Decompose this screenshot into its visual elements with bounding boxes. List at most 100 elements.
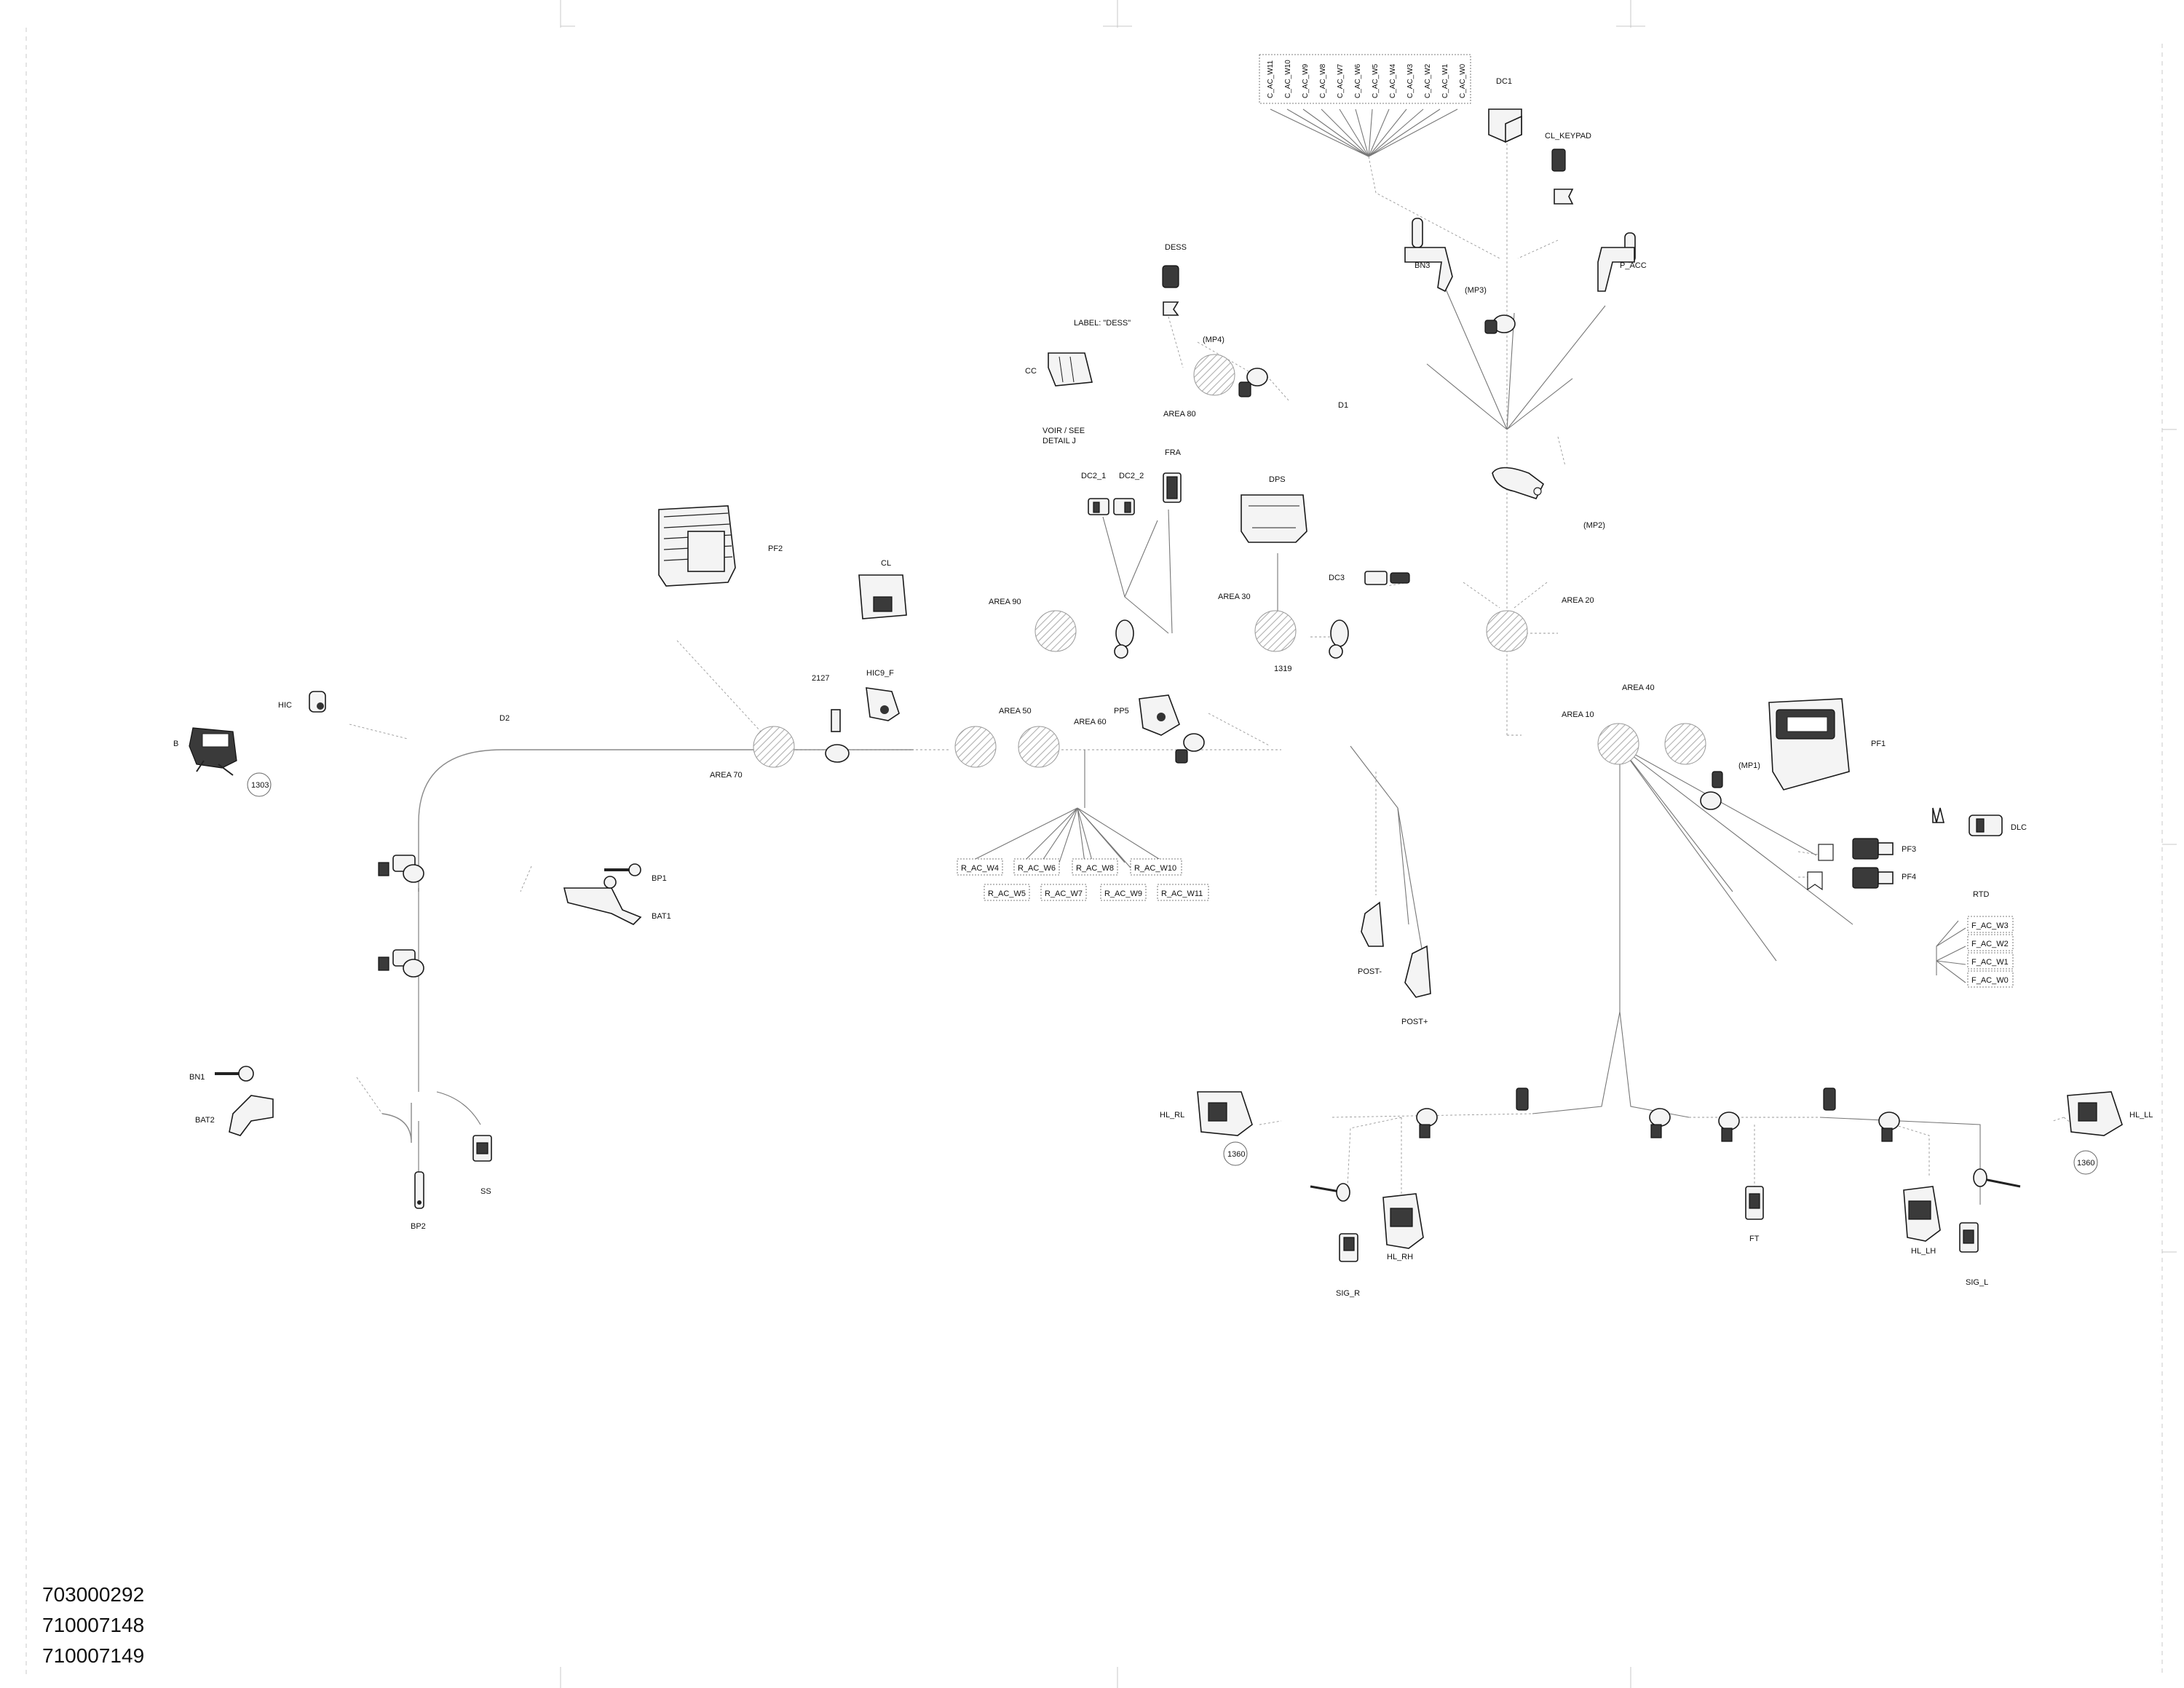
label-hl-ll: HL_LL [2129,1111,2153,1120]
label-c-ac-w2: C_AC_W2 [1424,63,1432,98]
dps-connector-icon [1241,494,1307,543]
bat1-terminal-icon [563,876,642,925]
label-ft: FT [1749,1235,1760,1243]
callout-1360-left-circle [1223,1141,1248,1166]
label-c-ac-w9: C_AC_W9 [1302,63,1310,98]
label-area90: AREA 90 [989,598,1021,606]
parts [189,108,2123,1262]
label-mp2: (MP2) [1583,521,1605,530]
label-area60: AREA 60 [1074,718,1107,726]
part-number: 710007149 [42,1644,145,1667]
label-area50: AREA 50 [999,707,1032,716]
area50-circle [954,726,997,768]
label-r-ac-w11: R_AC_W11 [1161,889,1203,898]
label-d1: D1 [1338,401,1348,410]
cc-connector-icon [1048,352,1093,387]
hic9-f-connector-icon [866,687,900,721]
label-1303: 1303 [251,781,269,790]
svg-text:C_AC_W5: C_AC_W5 [1372,63,1380,98]
svg-text:C_AC_W1: C_AC_W1 [1441,63,1449,98]
svg-text:C_AC_W6: C_AC_W6 [1354,63,1362,98]
mp1-clip-icon [1700,771,1723,810]
label-area30: AREA 30 [1218,593,1251,601]
sig-r-signal-connector-icon [1310,1183,1358,1262]
label-cl: CL [881,559,891,568]
label-dc2-1: DC2_1 [1081,472,1106,480]
svg-text:C_AC_W9: C_AC_W9 [1302,63,1310,98]
label-mp3: (MP3) [1465,286,1487,295]
label-bat2: BAT2 [195,1116,215,1125]
label-r-ac-w8: R_AC_W8 [1076,864,1114,873]
c-ac-connector-label-strip: C_AC_W11 C_AC_W10 C_AC_W9 C_AC_W8 C_AC_W… [1259,54,1471,104]
label-pp5: PP5 [1114,707,1129,716]
label-2127: 2127 [812,674,829,683]
label-bp1: BP1 [652,874,667,883]
label-cc: CC [1025,367,1037,376]
label-label-dess: LABEL: "DESS" [1074,319,1131,328]
label-r-ac-w6: R_AC_W6 [1018,864,1056,873]
pf4-connector-icon [1807,867,1894,891]
hic-connector-icon [309,691,326,713]
area-markers [753,354,1706,768]
area60-circle [1018,726,1060,768]
pf1-fuse-box-icon [1768,698,1850,790]
label-detail-j: DETAIL J [1042,437,1076,445]
label-hl-lh: HL_LH [1911,1247,1936,1256]
label-f-ac-w1: F_AC_W1 [1971,958,2009,967]
light-clip-2-icon [1516,1087,1529,1111]
label-area10: AREA 10 [1562,710,1594,719]
pf3-connector-icon [1818,838,1894,861]
label-area20: AREA 20 [1562,596,1594,605]
part-number-list: 703000292 710007148 710007149 [42,1580,144,1671]
label-dlc: DLC [2011,823,2027,832]
label-f-ac-w0: F_AC_W0 [1971,976,2009,985]
hl-ll-headlight-connector-icon [2067,1091,2123,1136]
label-d2: D2 [499,714,510,723]
labels: C_AC_W11 C_AC_W10 C_AC_W9 C_AC_W8 C_AC_W… [173,54,2153,1298]
label-dess: DESS [1165,243,1187,252]
ft-connector-icon [1745,1186,1764,1220]
mp3-clip-icon [1484,314,1516,334]
hl-lh-headlight-connector-icon [1903,1186,1941,1242]
area30-circle [1254,610,1297,652]
pf2-fuse-box-icon [658,505,736,587]
label-hl-rh: HL_RH [1387,1253,1413,1261]
light-clip-1-icon [1416,1108,1438,1138]
left-trunk-clip-lower-icon [378,949,424,978]
label-f-ac-w2: F_AC_W2 [1971,940,2009,948]
pp5-connector-icon [1139,694,1205,764]
label-pf4: PF4 [1902,873,1916,881]
harness-wires [349,108,2083,1212]
label-c-ac-w4: C_AC_W4 [1389,63,1397,98]
label-fra: FRA [1165,448,1182,457]
label-1360-left: 1360 [1227,1150,1245,1159]
svg-text:C_AC_W7: C_AC_W7 [1337,63,1345,98]
clip-2127-icon [825,709,850,763]
label-area70: AREA 70 [710,771,743,780]
label-b: B [173,740,178,748]
label-c-ac-w1: C_AC_W1 [1441,63,1449,98]
bat2-terminal-icon [229,1095,274,1136]
label-bn1: BN1 [189,1073,205,1082]
label-pf1: PF1 [1871,740,1886,748]
clip-1319-icon [1329,619,1349,659]
svg-text:C_AC_W8: C_AC_W8 [1319,63,1327,98]
label-p-acc: P_ACC [1620,261,1647,270]
label-hl-rl: HL_RL [1160,1111,1184,1120]
part-number: 703000292 [42,1583,145,1606]
p-acc-terminal-icon [1597,232,1636,292]
dlc-connector-icon [1932,807,2003,836]
light-clip-5-icon [1823,1087,1836,1111]
label-bn3: BN3 [1415,261,1430,270]
label-c-ac-w6: C_AC_W6 [1354,63,1362,98]
label-ss: SS [480,1187,491,1196]
area70-circle [753,726,795,768]
label-rtd: RTD [1973,890,1989,899]
callout-1303-circle [247,772,272,797]
post-plus-terminal-icon [1404,945,1431,998]
svg-text:C_AC_W4: C_AC_W4 [1389,63,1397,98]
post-minus-terminal-icon [1361,901,1384,947]
svg-text:C_AC_W3: C_AC_W3 [1406,63,1415,98]
svg-text:C_AC_W11: C_AC_W11 [1267,60,1275,98]
